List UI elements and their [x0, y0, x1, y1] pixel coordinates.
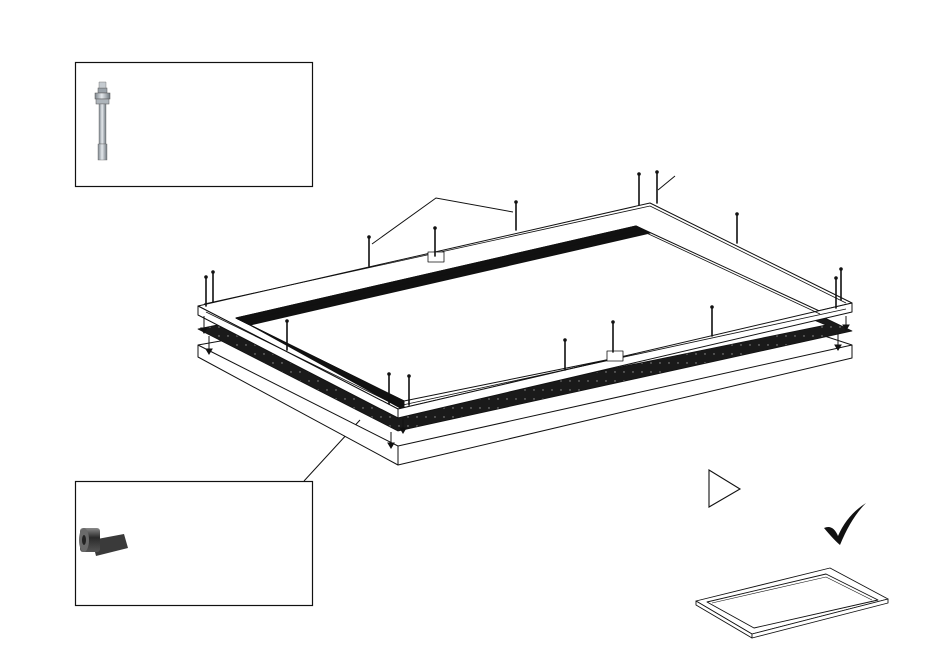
- check-mark-icon: [824, 503, 866, 545]
- finished-frame-icon: [696, 568, 888, 638]
- sealing-tape-callout: [76, 482, 313, 606]
- anchor-bolt-callout: [76, 63, 313, 187]
- play-triangle-icon: [709, 470, 740, 507]
- top-frame: [198, 203, 852, 418]
